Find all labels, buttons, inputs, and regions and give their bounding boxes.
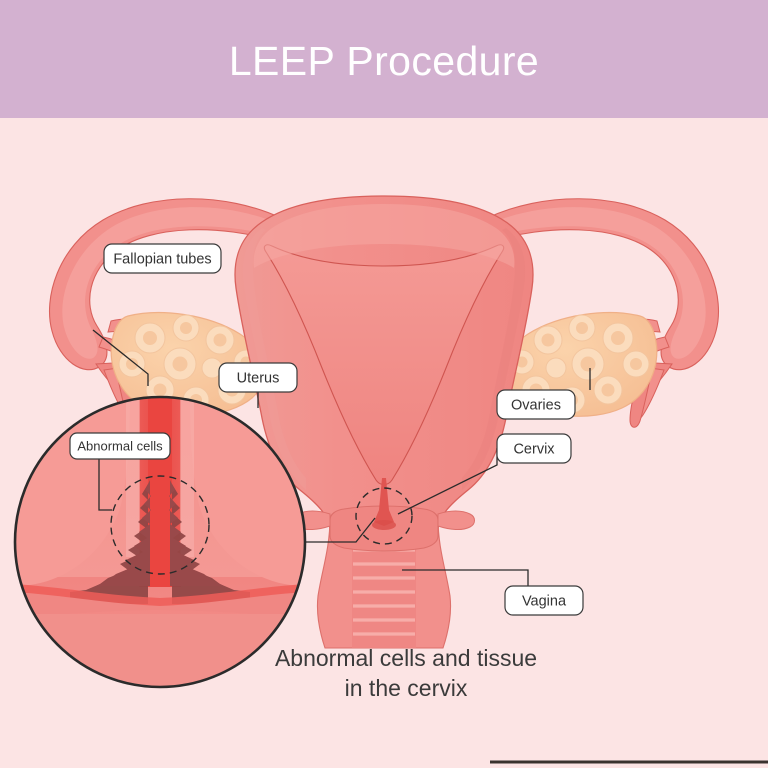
leader-fallopian-tubes [92,329,149,386]
caption-line-1: Abnormal cells and tissue [275,645,537,671]
magnifier-connector-line [296,517,376,543]
uterus [234,195,534,529]
reproductive-organ-illustration [48,195,720,649]
label-ovaries[interactable]: Ovaries [496,389,576,420]
magnifier-outline [13,395,307,689]
label-cervix[interactable]: Cervix [496,433,572,464]
label-abnormal-cells[interactable]: Abnormal cells [69,432,171,460]
label-uterus[interactable]: Uterus [218,362,298,393]
label-box-uterus[interactable] [218,362,298,393]
label-text-cervix: Cervix [513,442,555,458]
abnormal-cells-focus-circle [110,475,210,575]
label-text-fallopian-tubes: Fallopian tubes [113,252,211,268]
label-box-abnormal-cells[interactable] [69,432,171,460]
cervix-focus-circle [355,487,413,545]
label-text-uterus: Uterus [237,371,280,387]
label-box-vagina[interactable] [504,585,584,616]
caption-line-2: in the cervix [345,675,468,701]
label-text-ovaries: Ovaries [511,398,561,414]
caption: Abnormal cells and tissue in the cervix [275,645,537,701]
anatomy-diagram: Fallopian tubes Uterus Ovaries Cervix Va… [13,195,768,764]
label-box-cervix[interactable] [496,433,572,464]
label-text-abnormal-cells: Abnormal cells [77,439,163,454]
leader-vagina [402,569,529,586]
label-vagina[interactable]: Vagina [504,585,584,616]
page-title: LEEP Procedure [228,37,540,84]
label-box-ovaries[interactable] [496,389,576,420]
leader-abnormal-cells [98,458,112,511]
label-box-fallopian-tubes[interactable] [103,243,222,274]
label-fallopian-tubes[interactable]: Fallopian tubes [103,243,222,274]
label-text-vagina: Vagina [522,594,567,610]
header-band: LEEP Procedure [0,0,768,118]
